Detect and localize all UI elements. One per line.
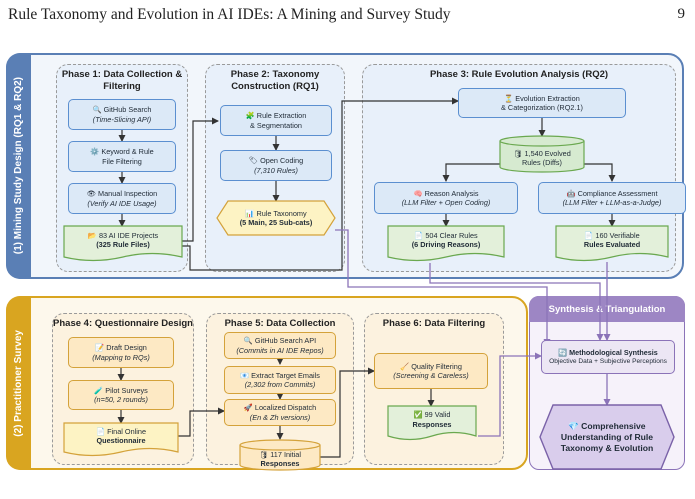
phase-2-title: Phase 2: Taxonomy Construction (RQ1) — [230, 69, 320, 92]
evolved-rules-cylinder: 🛢1,540 Evolved Rules (Diffs) — [513, 148, 571, 167]
pilot-surveys-node: 🧪Pilot Surveys (n=50, 2 rounds) — [68, 380, 174, 410]
clear-rules-document-node: 📄504 Clear Rules (6 Driving Reasons) — [411, 230, 481, 249]
robot-icon: 🤖 — [566, 188, 576, 198]
manual-inspection-node: 👁Manual Inspection (Verify AI IDE Usage) — [68, 183, 176, 214]
bar-chart-icon: 📊 — [245, 208, 255, 218]
survey-band: (2) Practitioner Survey — [6, 296, 31, 470]
memo-icon: 📝 — [95, 343, 105, 353]
phase-1-title: Phase 1: Data Collection & Filtering — [61, 69, 183, 92]
draft-design-node: 📝Draft Design (Mapping to RQs) — [68, 337, 174, 368]
database-icon: 🛢 — [259, 449, 269, 459]
hourglass-icon: ⏳ — [504, 93, 514, 103]
comprehensive-understanding-node: 💎Comprehensive Understanding of Rule Tax… — [560, 420, 654, 453]
magnifier-icon: 🔍 — [243, 336, 253, 346]
cycle-icon: 🔄 — [558, 347, 568, 357]
puzzle-icon: 🧩 — [245, 111, 255, 121]
email-icon: 📧 — [240, 370, 250, 380]
rule-extraction-node: 🧩Rule Extraction & Segmentation — [220, 105, 332, 136]
final-questionnaire-document-node: 📄Final Online Questionnaire — [95, 426, 147, 445]
gem-icon: 💎 — [568, 420, 580, 431]
initial-responses-cylinder: 🛢117 Initial Responses — [259, 449, 301, 468]
document-icon: 📄 — [584, 230, 594, 240]
mining-study-band: (1) Mining Study Design (RQ1 & RQ2) — [6, 53, 31, 279]
folder-icon: 📂 — [87, 230, 97, 240]
extract-emails-node: 📧Extract Target Emails (2,302 from Commi… — [224, 366, 336, 394]
phase-6-title: Phase 6: Data Filtering — [382, 318, 486, 329]
localized-dispatch-node: 🚀Localized Dispatch (En & Zh versions) — [224, 399, 336, 426]
quality-filtering-node: 🧹Quality Filtering (Screening & Careless… — [374, 353, 488, 389]
phase-4-title: Phase 4: Questionnaire Design — [53, 318, 193, 329]
broom-icon: 🧹 — [400, 361, 410, 371]
rule-taxonomy-node: 📊Rule Taxonomy (5 Main, 25 Sub-cats) — [239, 208, 313, 227]
tag-icon: 🏷 — [248, 156, 259, 166]
phase-3-title: Phase 3: Rule Evolution Analysis (RQ2) — [429, 69, 609, 80]
phase-6-container: Phase 6: Data Filtering — [364, 313, 504, 465]
open-coding-node: 🏷Open Coding (7,310 Rules) — [220, 150, 332, 181]
keyword-filter-node: ⚙️Keyword & Rule File Filtering — [68, 141, 176, 172]
github-search-api-node: 🔍GitHub Search API (Commits in AI IDE Re… — [224, 332, 336, 359]
methodological-synthesis-node: 🔄Methodological Synthesis Objective Data… — [541, 340, 675, 374]
database-icon: 🛢 — [513, 148, 523, 158]
reason-analysis-node: 🧠Reason Analysis (LLM Filter + Open Codi… — [374, 182, 518, 214]
brain-icon: 🧠 — [413, 188, 423, 198]
document-icon: 📄 — [414, 230, 424, 240]
evolution-extraction-node: ⏳Evolution Extraction & Categorization (… — [458, 88, 626, 118]
verifiable-rules-document-node: 📄160 Verifiable Rules Evaluated — [583, 230, 641, 249]
magnifier-icon: 🔍 — [92, 105, 102, 115]
document-icon: 📄 — [95, 426, 106, 436]
check-icon: ✅ — [413, 410, 423, 420]
github-search-node: 🔍GitHub Search (Time-Slicing API) — [68, 99, 176, 130]
eye-icon: 👁 — [86, 189, 97, 199]
valid-responses-document-node: ✅99 Valid Responses — [412, 410, 452, 429]
phase-5-title: Phase 5: Data Collection — [224, 318, 336, 329]
page-header-title: Rule Taxonomy and Evolution in AI IDEs: … — [8, 6, 451, 23]
projects-document-node: 📂83 AI IDE Projects (325 Rule Files) — [87, 230, 159, 249]
compliance-assessment-node: 🤖Compliance Assessment (LLM Filter + LLM… — [538, 182, 686, 214]
gear-icon: ⚙️ — [90, 147, 100, 157]
page-number: 9 — [677, 6, 686, 22]
test-tube-icon: 🧪 — [94, 385, 104, 395]
rocket-icon: 🚀 — [243, 403, 253, 413]
